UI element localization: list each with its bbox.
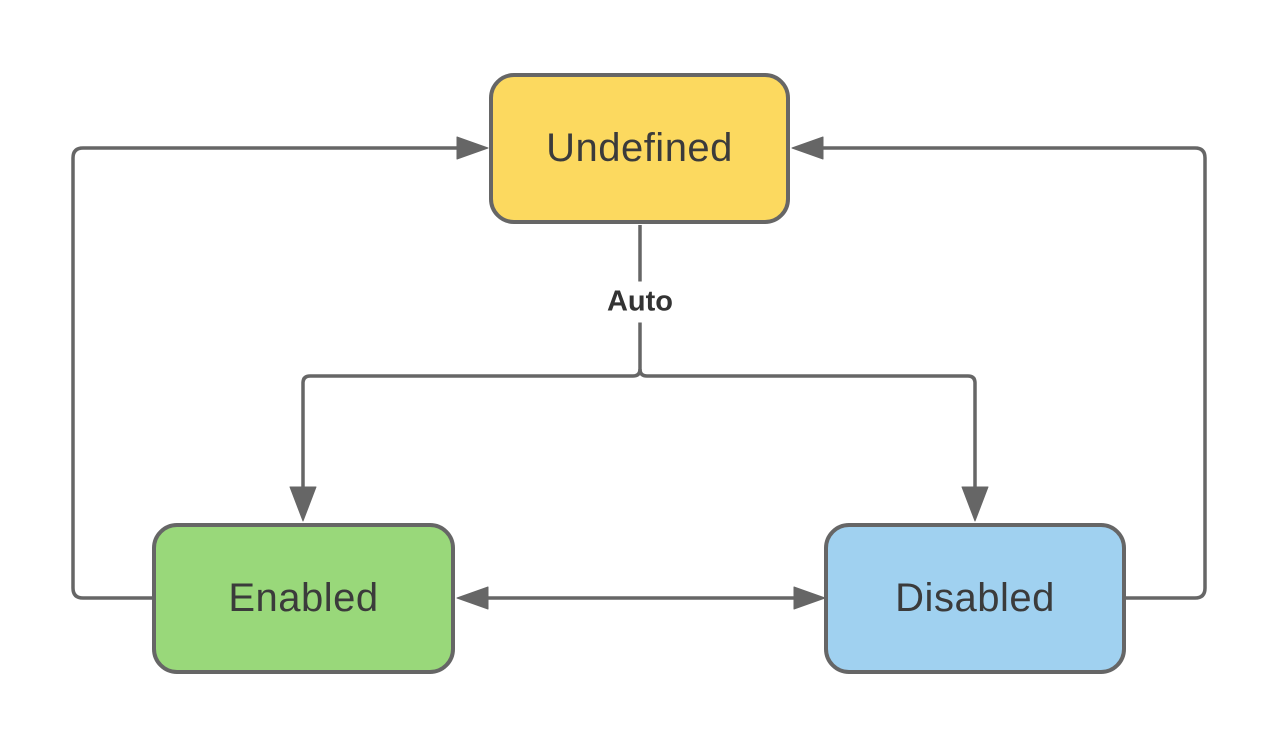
state-node-undefined: Undefined: [489, 73, 790, 224]
node-label-undefined: Undefined: [546, 126, 733, 170]
arrowhead-into-disabled-left: [793, 586, 826, 610]
edge-enabled-to-undefined: [71, 146, 458, 600]
edge-disabled-to-undefined: [822, 146, 1207, 600]
edge-label-auto: Auto: [596, 281, 684, 323]
arrowhead-into-undefined-right: [791, 136, 824, 160]
state-node-enabled: Enabled: [152, 523, 455, 674]
arrowhead-into-undefined-left: [456, 136, 489, 160]
edge-auto-to-enabled: [301, 368, 642, 487]
arrowhead-into-enabled-top: [289, 486, 317, 522]
edge-auto-to-disabled: [638, 368, 977, 487]
node-label-disabled: Disabled: [895, 576, 1055, 620]
arrowhead-into-enabled-right: [456, 586, 489, 610]
arrowhead-into-disabled-top: [961, 486, 989, 522]
node-label-enabled: Enabled: [228, 576, 379, 620]
state-node-disabled: Disabled: [824, 523, 1126, 674]
